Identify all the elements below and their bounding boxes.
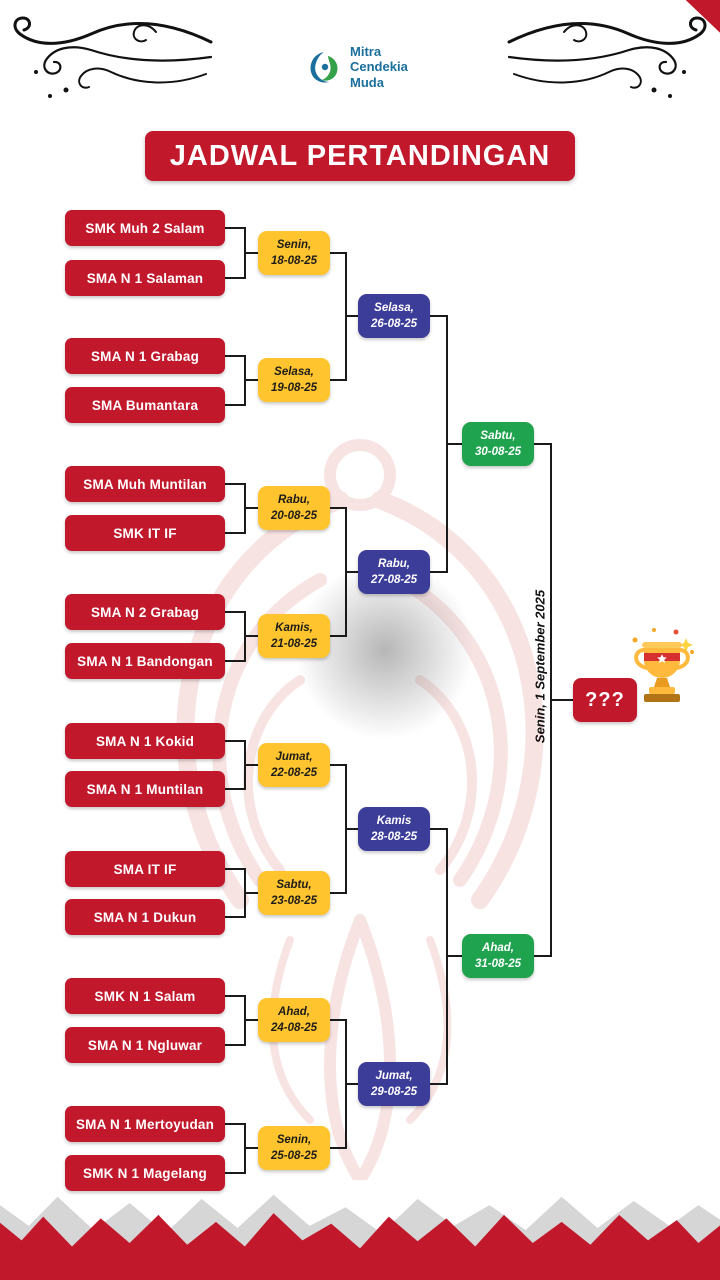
match-date-box: Senin, 18-08-25 (258, 231, 330, 275)
match-date: 18-08-25 (270, 255, 318, 267)
match-day: Jumat, (375, 1069, 413, 1082)
team-box: SMA N 1 Salaman (65, 260, 225, 296)
flourish-right-icon (507, 16, 707, 98)
match-date: 23-08-25 (270, 895, 318, 907)
match-date: 31-08-25 (474, 958, 522, 970)
team-box: SMA N 1 Kokid (65, 723, 225, 759)
match-day: Sabtu, (276, 878, 312, 891)
quarterfinal-date-box: Selasa, 26-08-25 (358, 294, 430, 338)
match-date: 28-08-25 (370, 831, 418, 843)
team-box: SMA Bumantara (65, 387, 225, 423)
logo-line-2: Cendekia (350, 59, 408, 75)
match-day: Kamis, (275, 621, 313, 634)
team-box: SMA N 1 Bandongan (65, 643, 225, 679)
team-box: SMA N 1 Mertoyudan (65, 1106, 225, 1142)
match-day: Rabu, (378, 557, 410, 570)
match-date-box: Jumat, 22-08-25 (258, 743, 330, 787)
match-day: Kamis (376, 814, 412, 827)
logo-icon (310, 51, 338, 83)
logo-wordmark: Mitra Cendekia Muda (350, 44, 408, 90)
team-box: SMK Muh 2 Salam (65, 210, 225, 246)
trophy-icon (632, 628, 694, 702)
page-title: JADWAL PERTANDINGAN (145, 131, 575, 181)
match-day: Selasa, (374, 301, 414, 314)
match-date: 20-08-25 (270, 510, 318, 522)
team-box: SMA N 1 Grabag (65, 338, 225, 374)
match-date: 22-08-25 (270, 767, 318, 779)
match-date: 27-08-25 (370, 574, 418, 586)
logo: Mitra Cendekia Muda (306, 44, 408, 90)
match-day: Selasa, (274, 365, 314, 378)
quarterfinal-date-box: Kamis 28-08-25 (358, 807, 430, 851)
match-date: 30-08-25 (474, 446, 522, 458)
match-day: Senin, (276, 238, 312, 251)
flourish-left-icon (13, 16, 213, 98)
match-date-box: Selasa, 19-08-25 (258, 358, 330, 402)
match-date-box: Rabu, 20-08-25 (258, 486, 330, 530)
match-date-box: Kamis, 21-08-25 (258, 614, 330, 658)
logo-line-3: Muda (350, 74, 384, 90)
semifinal-date-box: Sabtu, 30-08-25 (462, 422, 534, 466)
match-date-box: Senin, 25-08-25 (258, 1126, 330, 1170)
quarterfinal-date-box: Rabu, 27-08-25 (358, 550, 430, 594)
match-date: 19-08-25 (270, 382, 318, 394)
match-date: 26-08-25 (370, 318, 418, 330)
team-box: SMA N 1 Muntilan (65, 771, 225, 807)
team-box: SMA N 2 Grabag (65, 594, 225, 630)
match-date-box: Sabtu, 23-08-25 (258, 871, 330, 915)
team-box: SMA IT IF (65, 851, 225, 887)
match-day: Ahad, (278, 1005, 310, 1018)
team-box: SMK N 1 Magelang (65, 1155, 225, 1191)
match-date: 24-08-25 (270, 1022, 318, 1034)
match-date: 25-08-25 (270, 1150, 318, 1162)
team-box: SMK IT IF (65, 515, 225, 551)
semifinal-date-box: Ahad, 31-08-25 (462, 934, 534, 978)
final-date-label: Senin, 1 September 2025 (532, 589, 548, 744)
match-day: Senin, (276, 1133, 312, 1146)
match-day: Sabtu, (480, 429, 516, 442)
match-date: 29-08-25 (370, 1086, 418, 1098)
match-date: 21-08-25 (270, 638, 318, 650)
match-day: Rabu, (278, 493, 310, 506)
team-box: SMA N 1 Ngluwar (65, 1027, 225, 1063)
team-box: SMA Muh Muntilan (65, 466, 225, 502)
quarterfinal-date-box: Jumat, 29-08-25 (358, 1062, 430, 1106)
match-date-box: Ahad, 24-08-25 (258, 998, 330, 1042)
team-box: SMK N 1 Salam (65, 978, 225, 1014)
match-day: Jumat, (275, 750, 313, 763)
logo-line-1: Mitra (350, 44, 382, 59)
team-box: SMA N 1 Dukun (65, 899, 225, 935)
match-day: Ahad, (482, 941, 514, 954)
champion-box: ??? (573, 678, 637, 722)
